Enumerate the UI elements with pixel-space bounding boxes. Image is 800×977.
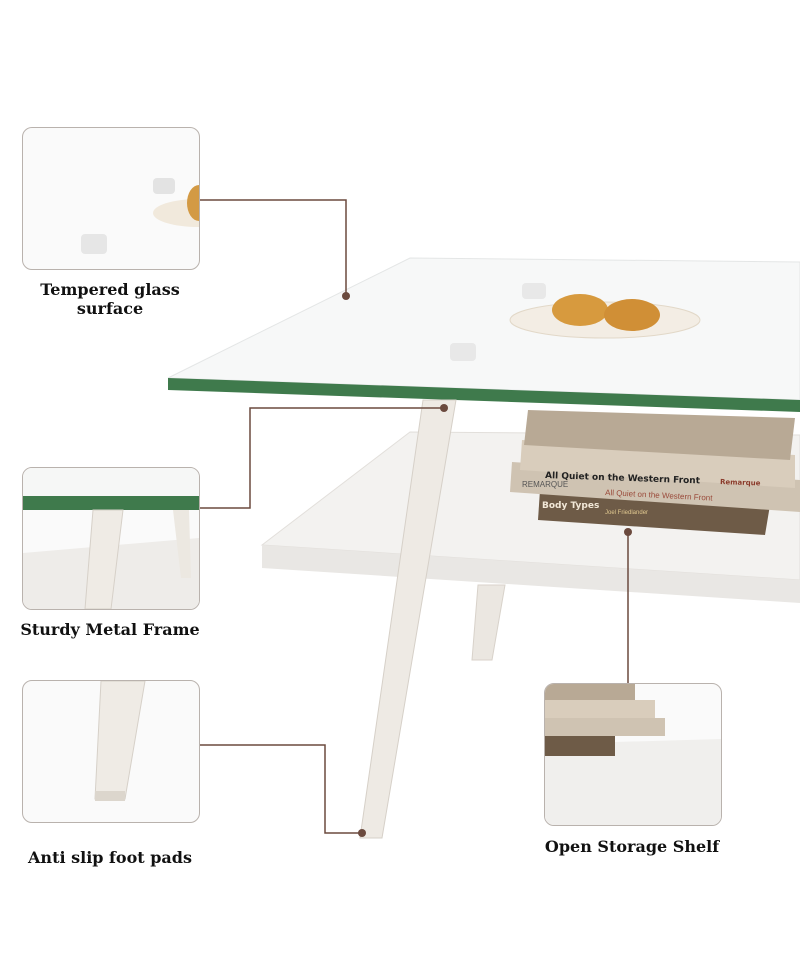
book-author: Joel Friedlander [605,510,648,516]
book-author: Remarque [720,478,761,487]
book-stack: All Quiet on the Western Front Remarque … [510,410,800,535]
foot-pad-detail-inset [22,680,200,823]
book-spine: REMARQUE [522,480,568,489]
croissant [552,294,608,326]
shelf-detail-inset [544,683,722,826]
label-line: Tempered glass [40,280,180,299]
glass-detail-inset [22,127,200,270]
back-leg [471,584,506,661]
feature-label-shelf: Open Storage Shelf [544,837,720,856]
shelf-edge [262,545,800,603]
callout-lines [198,199,629,834]
glass-edge [168,378,800,412]
feature-label-frame: Sturdy Metal Frame [20,620,200,639]
frame-detail-inset [22,467,200,610]
book-title: Body Types [542,501,599,511]
croissant [604,299,660,331]
feature-label-glass: Tempered glass surface [22,280,198,318]
feature-label-foot-pads: Anti slip foot pads [28,848,192,867]
front-leg [359,399,457,839]
glass-top [167,257,800,401]
callout-dots [342,292,632,837]
label-line: surface [76,299,144,318]
